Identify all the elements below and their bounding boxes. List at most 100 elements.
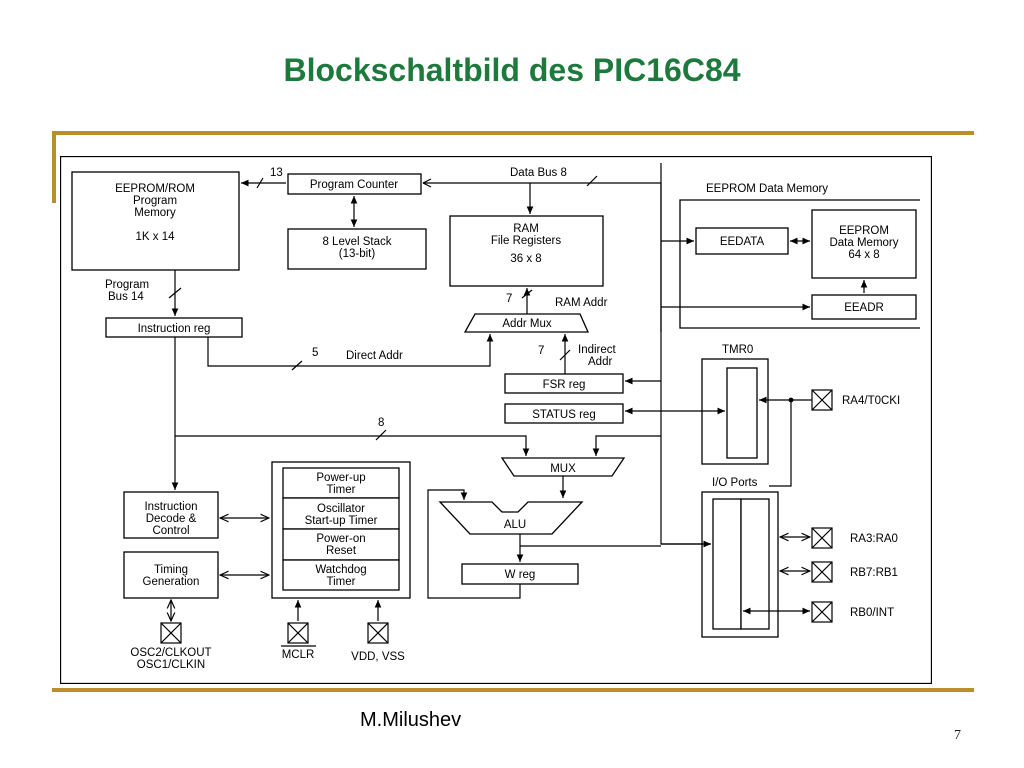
svg-text:Watchdog: Watchdog [315, 564, 366, 576]
direct-addr-label: Direct Addr [346, 350, 403, 362]
svg-text:Generation: Generation [143, 576, 200, 588]
data-bus-io-line [660, 163, 711, 545]
svg-text:EEPROM/ROM: EEPROM/ROM [115, 183, 195, 195]
eeadr-block: EEADR [811, 294, 917, 320]
svg-text:W reg: W reg [505, 569, 536, 581]
program-bus-slash [168, 287, 182, 299]
power-on-reset-block: Power-on Reset [282, 528, 400, 561]
mux-block: MUX [500, 457, 626, 477]
svg-text:1K x 14: 1K x 14 [136, 231, 176, 243]
program-bus-label-2: Bus 14 [108, 291, 144, 303]
top-rule [52, 131, 974, 135]
svg-text:Timer: Timer [327, 484, 356, 496]
timing-generation-block: Timing Generation [123, 551, 219, 599]
svg-text:Program Counter: Program Counter [310, 179, 398, 191]
indirect-addr-width: 7 [538, 345, 544, 357]
addr-mux-block: Addr Mux [463, 313, 590, 333]
svg-text:Power-on: Power-on [316, 533, 365, 545]
page-number: 7 [954, 728, 961, 743]
svg-text:RB0/INT: RB0/INT [850, 607, 894, 619]
svg-text:Decode &: Decode & [146, 513, 197, 525]
pin-osc: OSC2/CLKOUT OSC1/CLKIN [130, 622, 212, 671]
direct-addr-width: 5 [312, 347, 318, 359]
wreg-feedback-line [427, 489, 521, 599]
porta-register [712, 498, 742, 630]
eeprom-array-block: EEPROM Data Memory 64 x 8 [811, 209, 917, 279]
program-bus-label-1: Program [105, 279, 149, 291]
svg-text:Addr Mux: Addr Mux [502, 318, 551, 330]
svg-text:8 Level Stack: 8 Level Stack [322, 236, 391, 248]
svg-text:MUX: MUX [550, 463, 576, 475]
alu-block: ALU [438, 501, 584, 535]
pin-mclr: MCLR [281, 622, 316, 661]
eedata-block: EEDATA [695, 227, 789, 255]
svg-text:Timer: Timer [327, 576, 356, 588]
svg-text:RAM: RAM [513, 223, 539, 235]
footer-author: M.Milushev [360, 709, 462, 731]
left-accent-rule [52, 131, 56, 203]
indirect-addr-label-1: Indirect [578, 344, 617, 356]
data-bus-label: Data Bus 8 [510, 167, 567, 179]
timers-group-frame [271, 461, 411, 599]
program-counter-block: Program Counter [287, 173, 422, 195]
eeprom-group-label: EEPROM Data Memory [706, 183, 828, 195]
svg-text:RA3:RA0: RA3:RA0 [850, 533, 898, 545]
status-reg-block: STATUS reg [504, 403, 624, 424]
instruction-reg-block: Instruction reg [105, 317, 243, 338]
program-memory-block: EEPROM/ROM Program Memory 1K x 14 [71, 171, 240, 271]
eeprom-group-frame [679, 199, 920, 329]
svg-text:OSC1/CLKIN: OSC1/CLKIN [137, 659, 205, 671]
block-diagram: EEPROM/ROM Program Memory 1K x 14 Progra… [60, 156, 932, 684]
fsr-reg-block: FSR reg [504, 373, 624, 394]
pc-bus-slash [256, 177, 264, 189]
data-bus-slash [586, 175, 598, 187]
tmr0-register [726, 367, 758, 459]
watchdog-timer-block: Watchdog Timer [282, 559, 400, 591]
ra4-to-io-line [769, 400, 792, 487]
svg-text:RB7:RB1: RB7:RB1 [850, 567, 898, 579]
instruction-decode-block: Instruction Decode & Control [123, 491, 219, 539]
svg-text:STATUS reg: STATUS reg [532, 409, 595, 421]
svg-text:64 x 8: 64 x 8 [848, 249, 879, 261]
svg-text:Data Memory: Data Memory [829, 237, 898, 249]
svg-text:Reset: Reset [326, 545, 357, 557]
portb-register [740, 498, 770, 630]
bottom-rule [52, 688, 974, 692]
svg-text:EEADR: EEADR [844, 302, 884, 314]
svg-text:OSC2/CLKOUT: OSC2/CLKOUT [130, 647, 211, 659]
power-up-timer-block: Power-up Timer [282, 467, 400, 499]
indirect-addr-label-2: Addr [588, 356, 612, 368]
svg-text:RA4/T0CKI: RA4/T0CKI [842, 395, 900, 407]
tmr0-label: TMR0 [722, 344, 753, 356]
svg-text:Oscillator: Oscillator [317, 503, 365, 515]
direct-addr-line [207, 334, 494, 367]
svg-text:Program: Program [133, 195, 177, 207]
svg-text:Start-up Timer: Start-up Timer [305, 515, 378, 527]
io-ports-label: I/O Ports [712, 477, 758, 489]
svg-text:EEPROM: EEPROM [839, 225, 889, 237]
svg-text:Control: Control [152, 525, 189, 537]
ram-addr-slash [521, 289, 533, 299]
diagram-border [60, 156, 932, 684]
svg-text:FSR reg: FSR reg [543, 379, 586, 391]
svg-text:Power-up: Power-up [316, 472, 365, 484]
oscillator-timer-block: Oscillator Start-up Timer [282, 497, 400, 530]
data-bus-mux-line [592, 435, 661, 456]
w-reg-block: W reg [461, 563, 579, 585]
svg-text:MCLR: MCLR [282, 649, 315, 661]
svg-text:VDD, VSS: VDD, VSS [351, 651, 405, 663]
pin-ra4: RA4/T0CKI [811, 389, 900, 411]
literal-bus-slash [375, 429, 387, 441]
svg-text:Instruction reg: Instruction reg [138, 323, 211, 335]
literal-bus-line [174, 337, 530, 456]
slide-title: Blockschaltbild des PIC16C84 [283, 52, 741, 88]
svg-text:ALU: ALU [504, 519, 526, 531]
svg-text:EEDATA: EEDATA [720, 236, 765, 248]
pin-vdd-vss: VDD, VSS [351, 622, 405, 663]
svg-text:(13-bit): (13-bit) [339, 248, 376, 260]
indirect-addr-slash [559, 349, 571, 361]
svg-text:Instruction: Instruction [144, 501, 197, 513]
pin-ra3: RA3:RA0 [811, 527, 898, 549]
direct-addr-slash [291, 360, 303, 371]
pin-rb7: RB7:RB1 [811, 561, 898, 583]
